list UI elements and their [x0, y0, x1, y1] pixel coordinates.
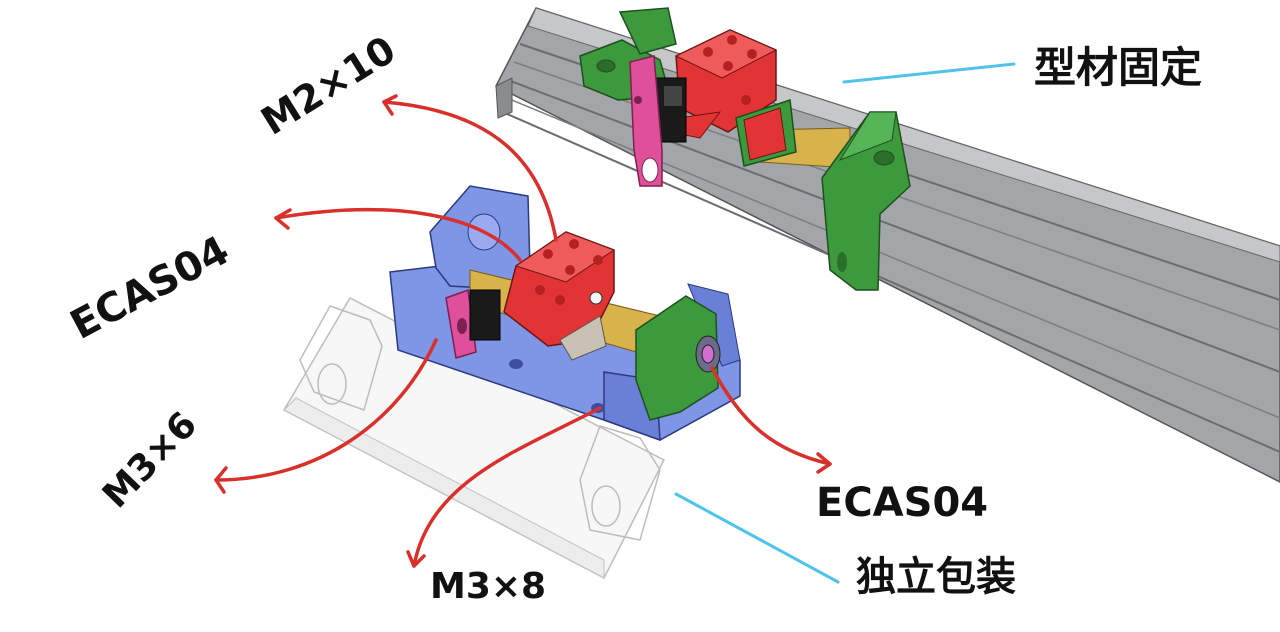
red-callout-arrows	[214, 94, 832, 568]
blue-leader-lines	[674, 62, 1016, 584]
label-standalone-pack: 独立包装	[856, 554, 1016, 600]
linear-guide-top	[735, 98, 851, 169]
transparent-package-box	[282, 297, 666, 580]
label-profile-mount: 型材固定	[1034, 43, 1202, 92]
label-screw-bottom: M3×8	[430, 566, 546, 607]
endstop-switch-top	[629, 55, 687, 187]
label-screw-left: M3×6	[95, 404, 205, 516]
label-bearing-left: ECAS04	[63, 227, 237, 348]
label-bearing-right: ECAS04	[816, 480, 988, 526]
green-mount-right	[821, 111, 911, 291]
red-carriage-left	[503, 231, 616, 361]
green-bearing-bracket	[635, 295, 721, 421]
label-screw-top: M2×10	[253, 27, 403, 143]
endstop-switch-left	[445, 288, 501, 359]
